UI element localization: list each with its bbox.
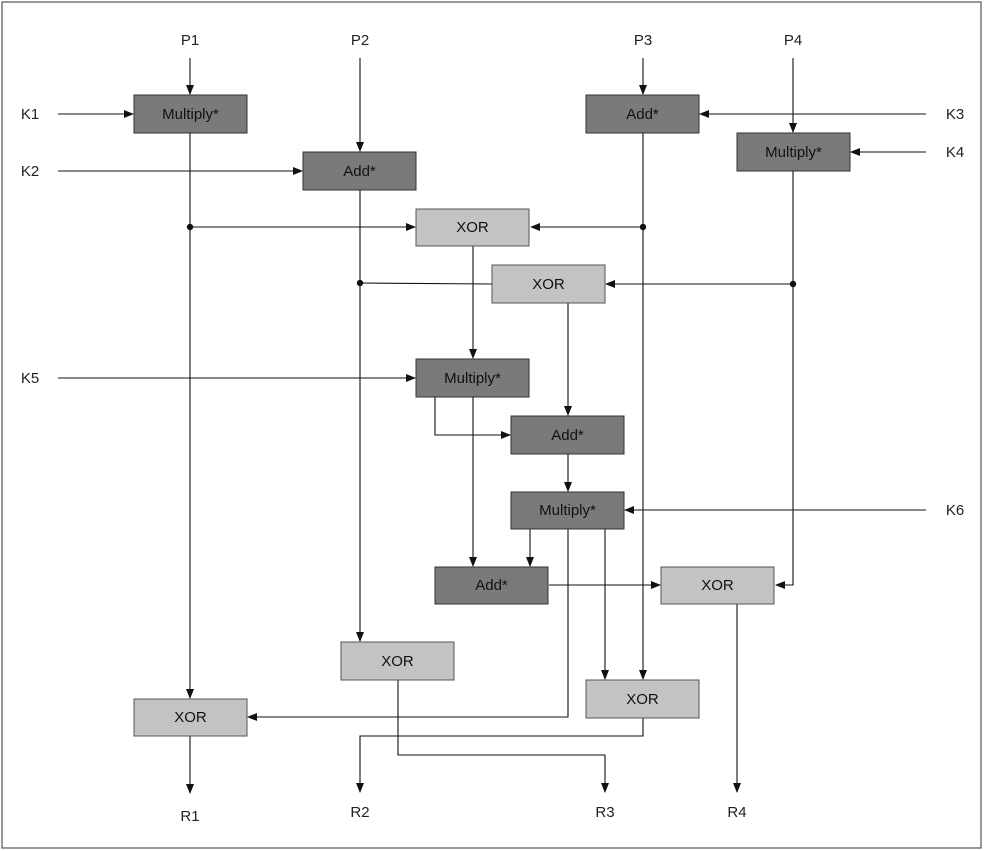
block-xor-r4: XOR bbox=[660, 566, 775, 605]
junction-dot bbox=[639, 223, 647, 231]
block-xor-b: XOR bbox=[491, 264, 606, 304]
key-label-k1: K1 bbox=[21, 106, 39, 123]
key-label-k3: K3 bbox=[946, 106, 964, 123]
output-label-r1: R1 bbox=[180, 808, 199, 825]
block-multiply-k4: Multiply* bbox=[736, 132, 851, 172]
block-label: Multiply* bbox=[765, 144, 822, 161]
block-add-k3: Add* bbox=[585, 94, 700, 134]
block-label: XOR bbox=[701, 577, 734, 594]
block-label: Multiply* bbox=[444, 370, 501, 387]
block-multiply-k6: Multiply* bbox=[510, 491, 625, 530]
wire-to-r2 bbox=[356, 718, 644, 793]
block-label: XOR bbox=[174, 709, 207, 726]
block-multiply-k1: Multiply* bbox=[133, 94, 248, 134]
output-label-r3: R3 bbox=[595, 804, 614, 821]
output-label-r2: R2 bbox=[350, 804, 369, 821]
junction-dot bbox=[356, 279, 364, 287]
block-label: XOR bbox=[381, 653, 414, 670]
junction-dot bbox=[789, 280, 797, 288]
block-label: Add* bbox=[551, 427, 584, 444]
output-label-r4: R4 bbox=[727, 804, 746, 821]
wire-xor-b-to-col2 bbox=[359, 282, 493, 285]
block-label: Add* bbox=[626, 106, 659, 123]
input-label-p4: P4 bbox=[784, 32, 802, 49]
block-label: Multiply* bbox=[162, 106, 219, 123]
block-label: Multiply* bbox=[539, 502, 596, 519]
block-multiply-k5: Multiply* bbox=[415, 358, 530, 398]
block-add-mid: Add* bbox=[510, 415, 625, 455]
input-label-p3: P3 bbox=[634, 32, 652, 49]
input-label-p1: P1 bbox=[181, 32, 199, 49]
block-add-low: Add* bbox=[434, 566, 549, 605]
block-label: XOR bbox=[532, 276, 565, 293]
blocks: Multiply* Add* Add* Multiply* Multiply* … bbox=[133, 94, 851, 737]
block-label: Add* bbox=[343, 163, 376, 180]
output-labels: R1 R2 R3 R4 bbox=[180, 804, 746, 825]
wire-mul5-to-add-mid bbox=[434, 397, 511, 439]
block-xor-a: XOR bbox=[415, 208, 530, 247]
input-labels: P1 P2 P3 P4 bbox=[181, 32, 802, 49]
key-label-k2: K2 bbox=[21, 163, 39, 180]
wires bbox=[58, 58, 926, 794]
block-label: XOR bbox=[626, 691, 659, 708]
key-label-k5: K5 bbox=[21, 370, 39, 387]
key-labels: K1 K2 K3 K4 K5 K6 bbox=[21, 106, 964, 519]
junction-dot bbox=[186, 223, 194, 231]
key-label-k4: K4 bbox=[946, 144, 964, 161]
wire-to-r3 bbox=[397, 680, 609, 793]
block-label: XOR bbox=[456, 219, 489, 236]
block-label: Add* bbox=[475, 577, 508, 594]
block-xor-r1: XOR bbox=[133, 698, 248, 737]
key-label-k6: K6 bbox=[946, 502, 964, 519]
block-xor-r3: XOR bbox=[585, 679, 700, 719]
input-label-p2: P2 bbox=[351, 32, 369, 49]
block-add-k2: Add* bbox=[302, 151, 417, 191]
block-xor-r2: XOR bbox=[340, 641, 455, 681]
wire-col4-to-xor-r4 bbox=[775, 171, 794, 589]
wire-mul6-to-xor-r1 bbox=[247, 529, 569, 721]
